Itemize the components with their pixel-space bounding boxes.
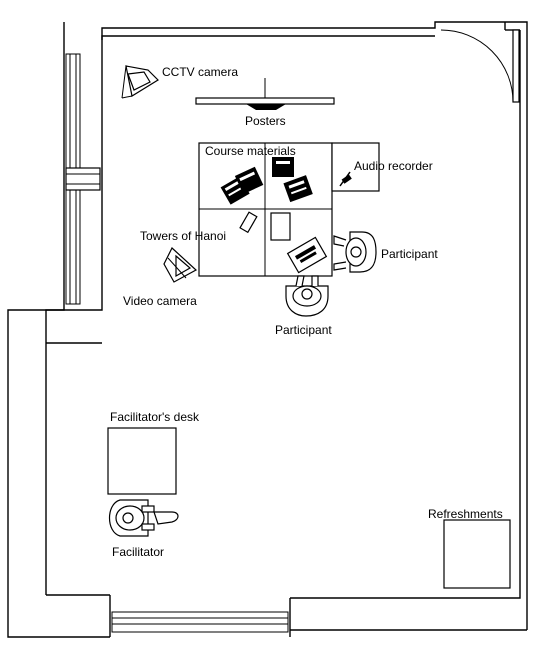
facilitators-desk (107, 427, 177, 495)
refreshments-table (443, 519, 511, 589)
phone-icon (239, 211, 258, 234)
posters-stand (195, 78, 335, 110)
facilitator-icon (108, 499, 179, 537)
door (440, 29, 520, 103)
participant-right-label: Participant (381, 247, 438, 261)
participant-bottom-label: Participant (275, 323, 332, 337)
facilitator-label: Facilitator (112, 545, 164, 559)
microphone-icon (339, 171, 352, 187)
facilitators-desk-label: Facilitator's desk (110, 410, 200, 424)
paper-sheet (270, 212, 291, 241)
audio-recorder-box (331, 142, 380, 192)
cctv-camera-icon (121, 65, 159, 99)
room-walls (7, 21, 528, 638)
video-camera-label: Video camera (123, 294, 197, 308)
participant-bottom-icon (285, 275, 329, 317)
window-bottom (111, 611, 289, 633)
towers-of-hanoi-icon (286, 236, 328, 274)
window-left (65, 53, 101, 305)
course-materials-icon (220, 157, 313, 205)
video-camera-icon (163, 247, 198, 283)
posters-label: Posters (245, 114, 286, 128)
towers-of-hanoi-label: Towers of Hanoi (140, 229, 226, 243)
course-materials-label: Course materials (205, 144, 296, 158)
cctv-camera-label: CCTV camera (162, 65, 238, 79)
audio-recorder-label: Audio recorder (354, 159, 433, 173)
participant-right-icon (333, 231, 377, 273)
refreshments-label: Refreshments (428, 507, 503, 521)
